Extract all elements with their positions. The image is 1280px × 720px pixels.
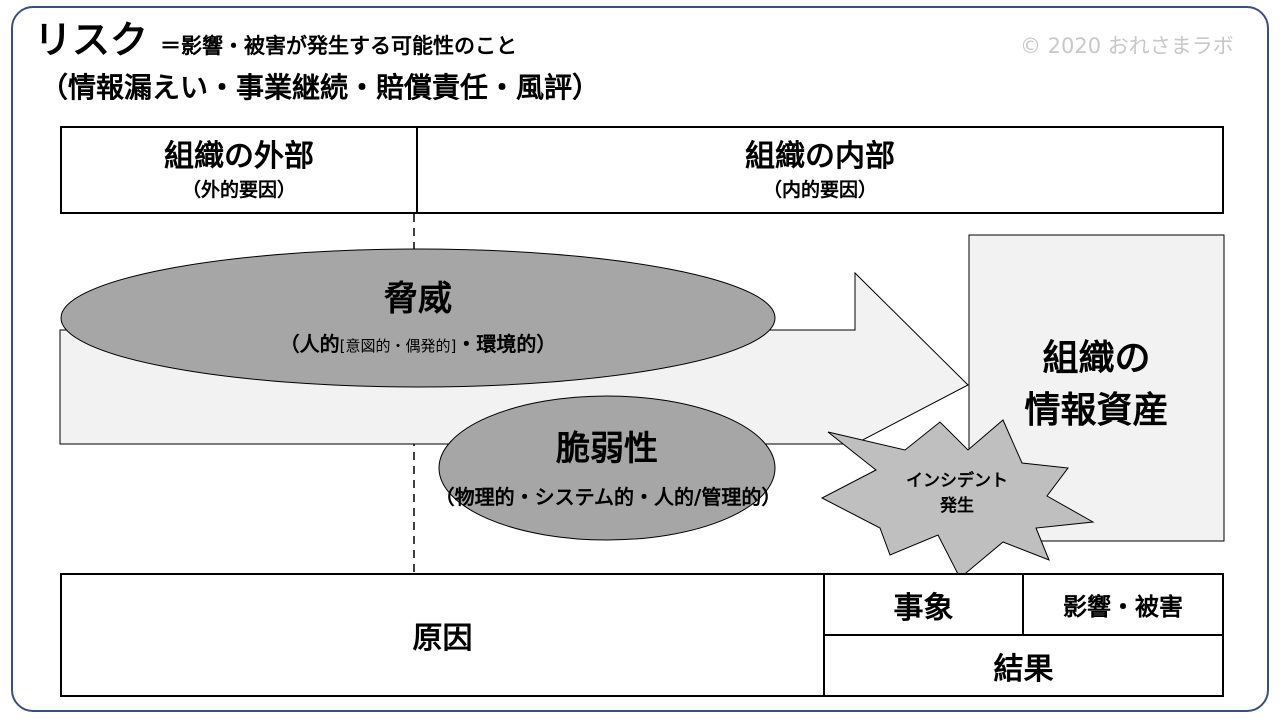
slide-frame <box>11 6 1269 712</box>
external-header-sub: （外的要因） <box>181 179 296 201</box>
incident-starburst <box>820 419 1095 579</box>
threat-ellipse <box>60 248 776 388</box>
vulnerability-title: 脆弱性 <box>556 429 658 469</box>
internal-header-box: 組織の内部 （内的要因） <box>416 126 1224 214</box>
result-label: 結果 <box>993 651 1054 687</box>
event-box: 事象 <box>823 573 1024 636</box>
asset-label-line2: 情報資産 <box>1024 390 1169 431</box>
threat-detail: （人的[意図的・偶発的]・環境的） <box>158 330 678 360</box>
vulnerability-ellipse <box>438 395 776 541</box>
page-title: リスク <box>34 18 149 62</box>
threat-detail-b: [意図的・偶発的] <box>339 337 457 355</box>
asset-label-line1: 組織の <box>1042 338 1151 379</box>
cause-label: 原因 <box>412 621 473 656</box>
event-label: 事象 <box>893 590 954 626</box>
incident-label-line2: 発生 <box>940 496 974 516</box>
result-box: 結果 <box>823 634 1224 697</box>
external-header-title: 組織の外部 <box>164 139 314 174</box>
vulnerability-detail: （物理的・システム的・人的/管理的） <box>434 485 782 509</box>
title-examples: （情報漏えい・事業継続・賠償責任・風評） <box>40 71 601 104</box>
threat-title: 脅威 <box>384 279 452 319</box>
threat-detail-c: ・環境的） <box>456 332 557 356</box>
cause-box: 原因 <box>60 573 825 697</box>
threat-detail-a: （人的 <box>279 332 340 356</box>
impact-label: 影響・被害 <box>1063 593 1183 621</box>
external-header-box: 組織の外部 （外的要因） <box>60 126 418 214</box>
impact-box: 影響・被害 <box>1022 573 1224 636</box>
incident-label-line1: インシデント <box>906 471 1008 491</box>
title-definition: ＝影響・被害が発生する可能性のこと <box>160 34 517 58</box>
internal-header-sub: （内的要因） <box>762 179 877 201</box>
internal-header-title: 組織の内部 <box>745 139 895 174</box>
copyright-notice: © 2020 おれさまラボ <box>1020 34 1234 58</box>
